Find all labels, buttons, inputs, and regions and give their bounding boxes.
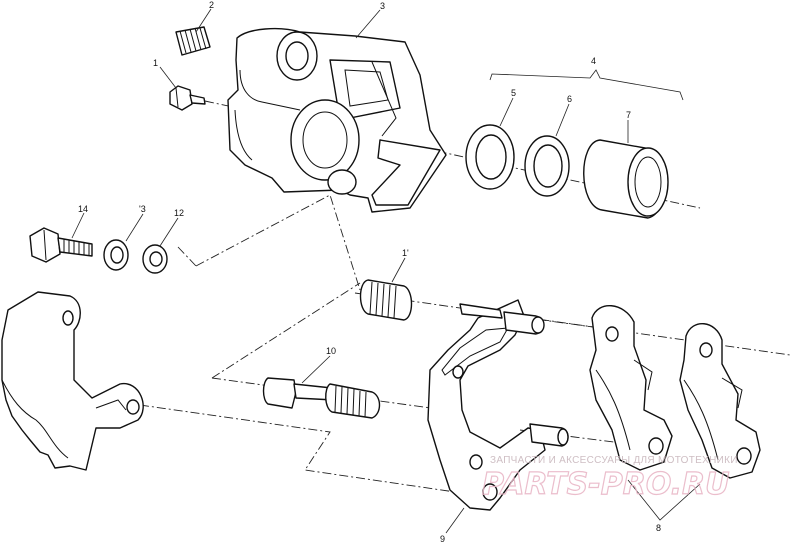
watermark-logo: PARTS-PRO.RU xyxy=(482,467,730,502)
group-4-bracket xyxy=(489,69,684,101)
watermark: ЗАПЧАСТИ И АКСЕССУАРЫ ДЛЯ МОТОТЕХНИКИ PA… xyxy=(481,455,738,503)
part-8-brake-pad-inner xyxy=(589,304,673,471)
callout-14: 14 xyxy=(78,204,88,214)
callout-4: 4 xyxy=(591,56,596,66)
callout-9: 9 xyxy=(440,534,445,544)
part-3-caliper-body xyxy=(227,27,447,213)
leader-lines xyxy=(71,8,701,534)
part-12-flat-washer xyxy=(142,244,168,274)
callout-5: 5 xyxy=(511,88,516,98)
part-10-slide-pin xyxy=(262,377,381,419)
part-8-brake-pad-outer xyxy=(679,323,761,479)
part-2-threaded-plug xyxy=(175,26,211,56)
watermark-tagline: ЗАПЧАСТИ И АКСЕССУАРЫ ДЛЯ МОТОТЕХНИКИ xyxy=(490,455,738,466)
fork-mounting-bracket xyxy=(1,291,144,471)
part-5-seal-ring xyxy=(465,124,515,190)
part-1-bleeder-screw xyxy=(169,85,206,111)
part-14-bolt xyxy=(29,227,93,263)
callout-13: '3 xyxy=(139,204,146,214)
part-7-piston xyxy=(583,139,669,219)
callout-2: 2 xyxy=(209,0,214,10)
part-13-lock-washer xyxy=(103,239,129,271)
part-11-threaded-pin xyxy=(359,279,413,321)
callout-8: 8 xyxy=(656,523,661,533)
part-9-mounting-plate xyxy=(427,299,569,511)
callout-6: 6 xyxy=(567,94,572,104)
callout-7: 7 xyxy=(626,110,631,120)
callout-3: 3 xyxy=(380,1,385,11)
callout-labels: 2 1 3 4 5 6 7 14 '3 12 1' 10 9 8 xyxy=(78,0,661,544)
callout-12: 12 xyxy=(174,208,184,218)
part-6-dust-ring xyxy=(524,135,570,197)
callout-1: 1 xyxy=(153,58,158,68)
callout-10: 10 xyxy=(326,346,336,356)
callout-11: 1' xyxy=(402,248,409,258)
